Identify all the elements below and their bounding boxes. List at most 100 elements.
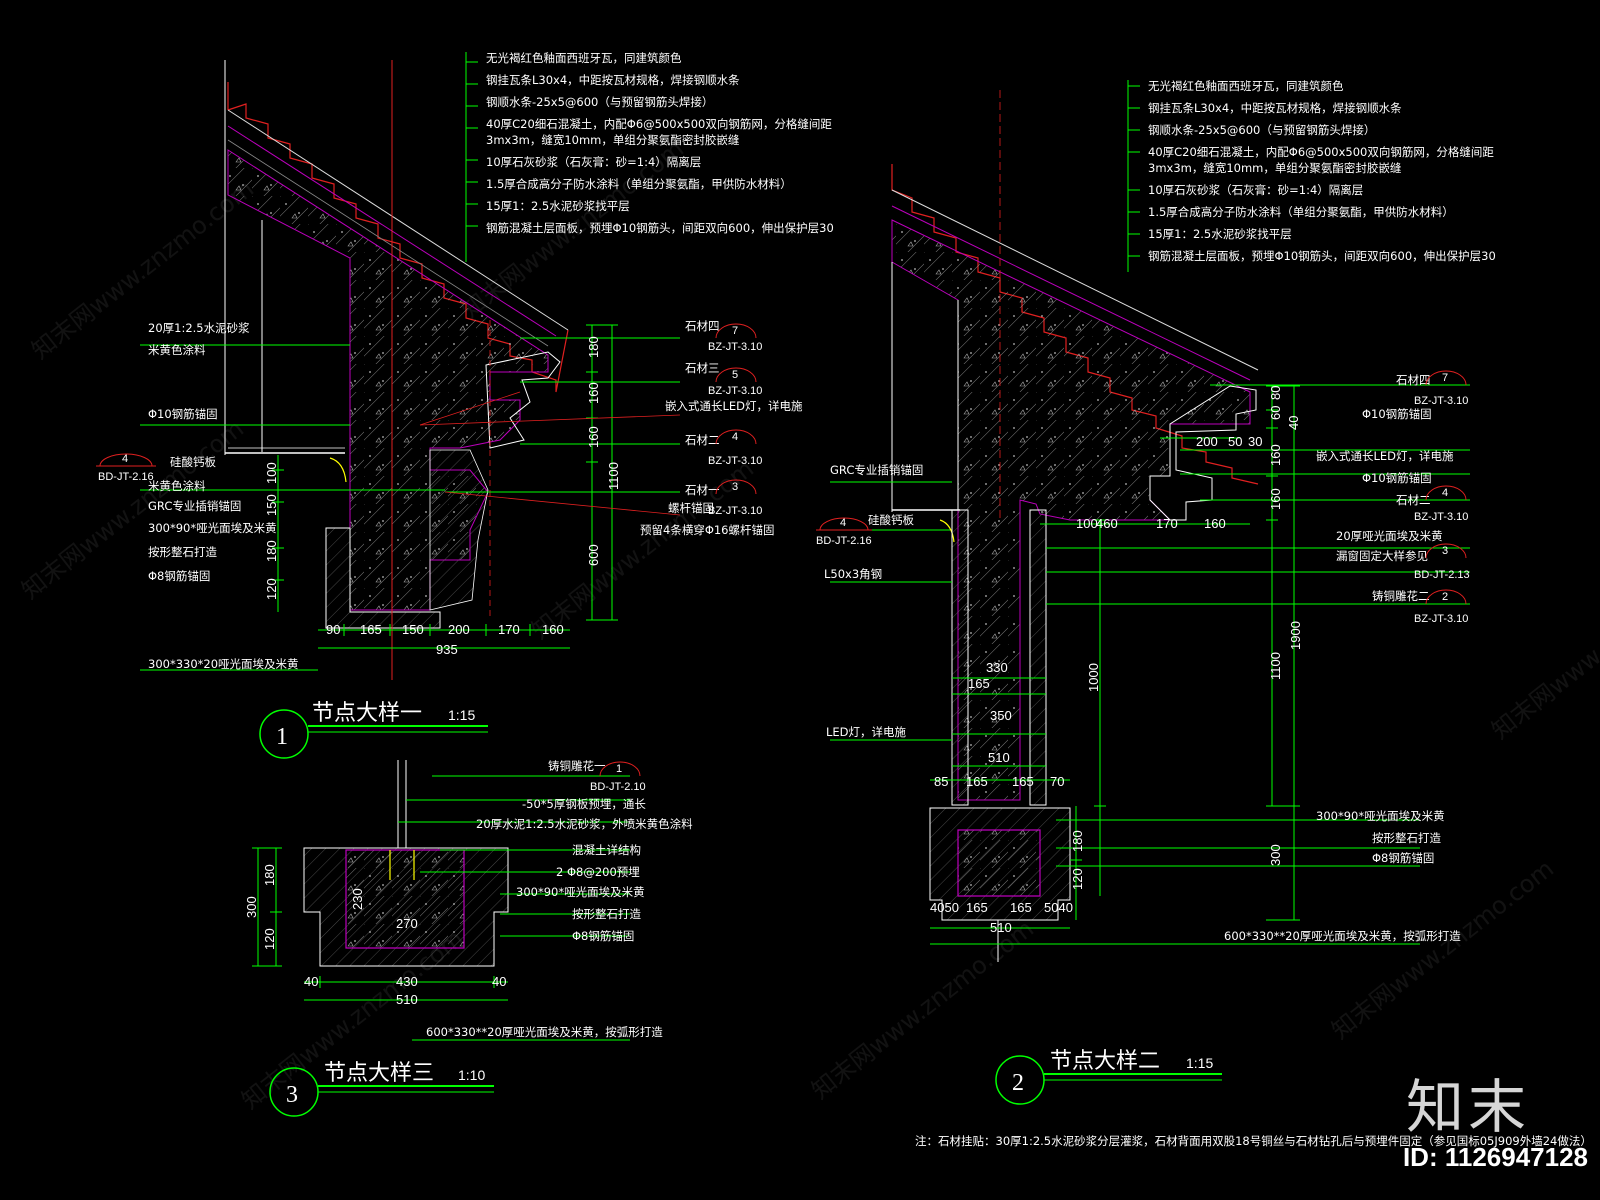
bottom-note: 600*330**20厚哑光面埃及米黄，按弧形打造	[1224, 929, 1461, 943]
dim-text: 300	[244, 896, 259, 918]
right-note: 按形整石打造	[1372, 831, 1441, 845]
dim-text: 165	[360, 622, 382, 637]
layer-note: 3mx3m，缝宽10mm，单组分聚氨酯密封胶嵌缝	[486, 133, 740, 147]
detail-1-layer-notes: 无光褐红色釉面西班牙瓦，同建筑颜色 钢挂瓦条L30x4，中距按瓦材规格，焊接钢顺…	[486, 51, 834, 235]
tag-number: 2	[1442, 591, 1448, 603]
left-note: 硅酸钙板	[170, 455, 216, 469]
dim-text: 160	[586, 382, 601, 404]
dim-text: 165	[966, 774, 988, 789]
dim-text: 180	[1070, 830, 1085, 852]
left-note: Φ8钢筋锚固	[148, 569, 210, 583]
dim-text: 160	[1204, 516, 1226, 531]
dim-text: 160	[542, 622, 564, 637]
tag-number: 1	[616, 763, 622, 775]
left-note: GRC专业插销锚固	[830, 463, 923, 477]
right-note: Φ10钢筋锚固	[1362, 407, 1432, 421]
id-label: ID: 1126947128	[1402, 1142, 1588, 1172]
right-note: 300*90*哑光面埃及米黄	[1316, 809, 1445, 823]
dim-text: 30	[1248, 434, 1262, 449]
dim-text: 165	[968, 676, 990, 691]
dim-text: 150	[402, 622, 424, 637]
left-note: GRC专业插销锚固	[148, 499, 241, 513]
dim-text: 120	[262, 928, 277, 950]
right-note: 漏窗固定大样参见	[1336, 549, 1428, 563]
layer-note: 钢挂瓦条L30x4，中距按瓦材规格，焊接钢顺水条	[486, 73, 740, 87]
tag-number: 4	[840, 517, 846, 529]
detail-2-layer-notes: 无光褐红色釉面西班牙瓦，同建筑颜色 钢挂瓦条L30x4，中距按瓦材规格，焊接钢顺…	[1148, 79, 1496, 263]
plinth-stone	[325, 527, 441, 629]
tag-ref: BD-JT-2.10	[590, 781, 646, 793]
dim-text: 180	[264, 540, 279, 562]
title-number: 1	[276, 724, 288, 750]
dim-text: 165	[966, 900, 988, 915]
layer-note: 钢筋混凝土层面板，预埋Φ10钢筋头，间距双向600，伸出保护层30	[1148, 249, 1496, 263]
dimension-lines	[830, 80, 1470, 945]
dim-text: 165	[1012, 774, 1034, 789]
detail-2: 4 BD-JT-2.16 GRC专业插销锚固 硅酸钙板 L50x3角钢 LED灯…	[816, 79, 1496, 1105]
detail-2-dims: 200 50 30 100 460 170 160 330 165 350 51…	[930, 386, 1303, 935]
detail-1: 无光褐红色釉面西班牙瓦，同建筑颜色 钢挂瓦条L30x4，中距按瓦材规格，焊接钢顺…	[96, 51, 834, 759]
right-note: Φ10钢筋锚固	[1362, 471, 1432, 485]
detail-1-dims: 90 165 150 200 170 160 935 180 160 160 6…	[264, 336, 621, 657]
layer-note: 10厚石灰砂浆（石灰膏：砂=1:4）隔离层	[486, 155, 701, 169]
dim-text: 50	[1228, 434, 1242, 449]
dim-text: 230	[350, 888, 365, 910]
tag-ref: BD-JT-2.13	[1414, 569, 1470, 581]
dim-text: 70	[1050, 774, 1064, 789]
dim-text: 170	[498, 622, 520, 637]
note: 按形整石打造	[572, 907, 641, 921]
layer-note: 钢顺水条-25x5@600（与预留钢筋头焊接）	[1148, 123, 1375, 137]
detail-1-tag-labels: 7 BZ-JT-3.10 5 BZ-JT-3.10 4 BZ-JT-3.10 3…	[708, 325, 762, 517]
dim-text: 1100	[606, 462, 621, 490]
note: -50*5厚钢板预埋，通长	[522, 797, 646, 811]
dim-text: 120	[1070, 868, 1085, 890]
roof-slope-line	[891, 189, 1259, 371]
dim-text: 1900	[1288, 621, 1303, 650]
tag-number: 4	[1442, 487, 1448, 499]
left-note: 米黄色涂料	[148, 343, 206, 357]
detail-2-left-tag: 4 BD-JT-2.16	[816, 517, 872, 547]
detail-scale: 1:15	[1186, 1055, 1213, 1071]
tag-ref: BD-JT-2.16	[98, 471, 154, 483]
right-note: Φ8钢筋锚固	[1372, 851, 1434, 865]
left-note: 20厚1:2.5水泥砂浆	[148, 321, 250, 335]
dim-text: 935	[436, 642, 458, 657]
layer-note: 10厚石灰砂浆（石灰膏：砂=1:4）隔离层	[1148, 183, 1363, 197]
right-note: 石材三	[685, 361, 720, 375]
tag-ref: BZ-JT-3.10	[1414, 613, 1468, 625]
dim-text: 40	[304, 974, 318, 989]
right-note: 石材二	[1396, 493, 1431, 507]
left-note: 按形整石打造	[148, 545, 217, 559]
stone-band	[429, 449, 489, 611]
dim-text: 60	[1268, 406, 1283, 420]
right-note: 石材四	[685, 319, 720, 333]
detail-3-tag: 1 BD-JT-2.10	[590, 761, 646, 793]
tag-ref: BZ-JT-3.10	[708, 455, 762, 467]
dim-text: 1100	[1268, 652, 1283, 680]
layer-note: 40厚C20细石混凝土，内配Φ6@500x500双向钢筋网，分格缝间距	[1148, 145, 1494, 159]
detail-3-dims: 40 430 40 510 180 120 300 230 270	[244, 864, 506, 1007]
dim-text: 350	[990, 708, 1012, 723]
tag-number: 4	[732, 431, 738, 443]
dim-text: 1000	[1086, 663, 1101, 692]
right-note: 嵌入式通长LED灯，详电施	[1316, 449, 1454, 463]
dim-text: 160	[1268, 488, 1283, 510]
watermark-text: 知末网www.znzmo.com	[1486, 554, 1600, 744]
dim-text: 200	[1196, 434, 1218, 449]
dim-text: 100	[1076, 516, 1098, 531]
layer-note: 40厚C20细石混凝土，内配Φ6@500x500双向钢筋网，分格缝间距	[486, 117, 832, 131]
dim-text: 330	[986, 660, 1008, 675]
note: Φ8钢筋锚固	[572, 929, 634, 943]
layer-note: 钢筋混凝土层面板，预埋Φ10钢筋头，间距双向600，伸出保护层30	[486, 221, 834, 235]
dim-text: 120	[264, 578, 279, 600]
leader-lines	[419, 391, 681, 516]
dim-text: 460	[1096, 516, 1118, 531]
layer-note: 无光褐红色釉面西班牙瓦，同建筑颜色	[1148, 79, 1344, 93]
detail-2-tags	[1425, 370, 1467, 605]
bottom-note: 300*330*20哑光面埃及米黄	[148, 657, 299, 671]
detail-2-tag-labels: 7 BZ-JT-3.10 4 BZ-JT-3.10 3 BD-JT-2.13 2…	[1414, 372, 1470, 625]
detail-2-title: 2 节点大样二 1:15	[995, 1049, 1222, 1105]
watermark-text: 知末网www.znzmo.com	[26, 174, 259, 364]
dim-text: 160	[1268, 444, 1283, 466]
detail-1-tags	[715, 323, 757, 495]
